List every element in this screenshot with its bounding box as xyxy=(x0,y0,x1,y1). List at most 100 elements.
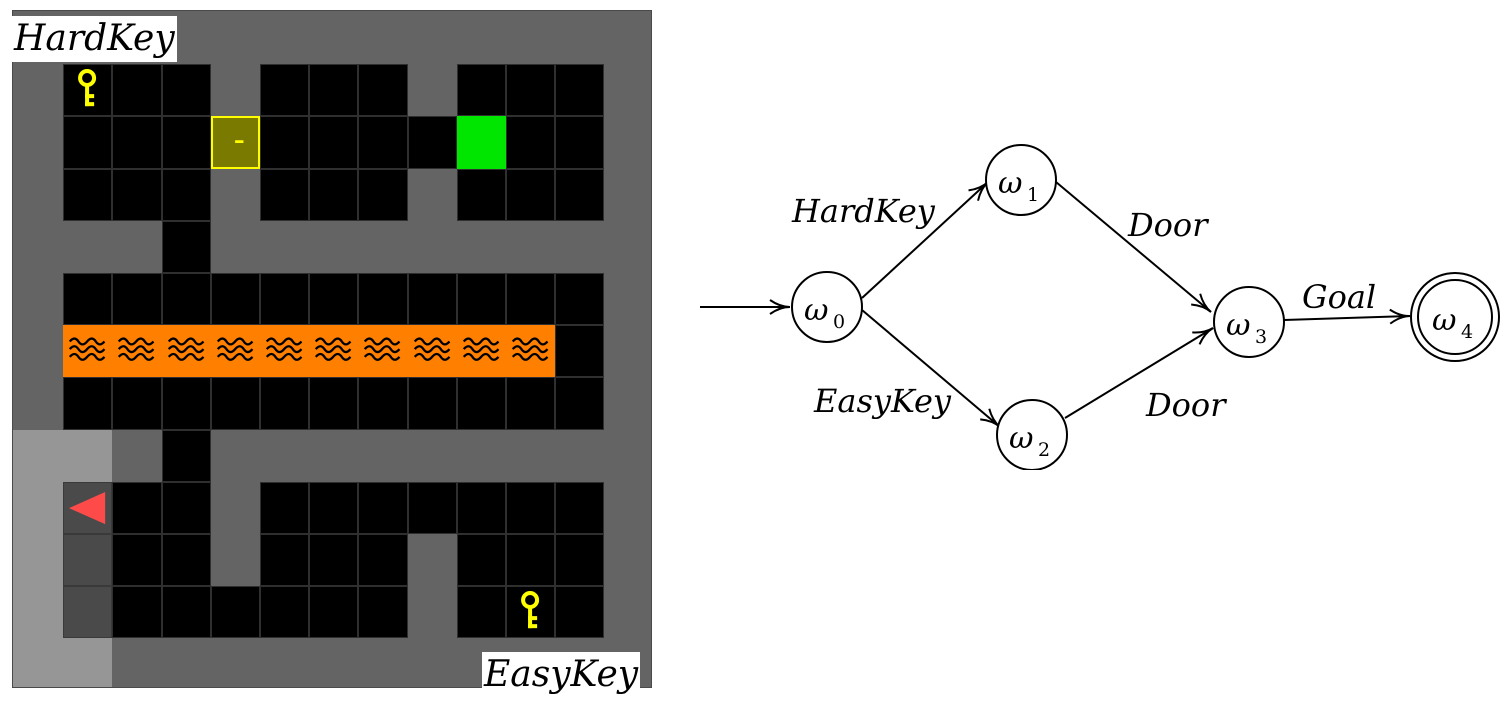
floor-cell xyxy=(260,481,310,534)
floor-cell xyxy=(407,116,457,169)
floor-cell xyxy=(456,377,506,430)
key-icon xyxy=(63,64,112,116)
svg-text:ω: ω xyxy=(1432,303,1456,338)
lava-cell xyxy=(456,325,506,378)
edge-label-door-lower: Door xyxy=(1145,386,1227,424)
floor-cell xyxy=(358,64,408,117)
floor-cell xyxy=(260,64,310,117)
edge-w2-w3 xyxy=(1064,327,1214,419)
floor-cell xyxy=(63,377,113,430)
edge-label-easykey: EasyKey xyxy=(813,382,952,420)
floor-cell xyxy=(506,377,556,430)
lava-cell xyxy=(309,325,359,378)
edge-w0-w1 xyxy=(861,181,989,299)
trail-cell xyxy=(63,586,113,639)
floor-cell xyxy=(456,586,506,639)
floor-cell xyxy=(260,534,310,587)
floor-cell xyxy=(358,116,408,169)
floor-cell xyxy=(456,273,506,326)
floor-cell xyxy=(555,273,605,326)
svg-text:ω: ω xyxy=(998,166,1022,201)
floor-cell xyxy=(506,64,556,117)
floor-cell xyxy=(309,586,359,639)
floor-cell xyxy=(407,377,457,430)
floor-cell xyxy=(161,168,211,221)
door-icon xyxy=(210,116,260,169)
floor-cell xyxy=(309,481,359,534)
svg-text:ω: ω xyxy=(1226,308,1250,343)
easykey-corner-label: EasyKey xyxy=(482,652,641,698)
floor-cell xyxy=(555,168,605,221)
floor-cell xyxy=(358,377,408,430)
state-w1: ω 1 xyxy=(985,144,1057,216)
floor-cell xyxy=(555,116,605,169)
trail-cell xyxy=(63,534,113,587)
floor-cell xyxy=(260,168,310,221)
floor-cell xyxy=(506,168,556,221)
floor-cell xyxy=(161,481,211,534)
floor-cell xyxy=(506,116,556,169)
floor-cell xyxy=(358,534,408,587)
edge-w1-w3 xyxy=(1055,181,1212,313)
agent-triangle-icon xyxy=(63,482,112,534)
state-w3: ω 3 xyxy=(1213,286,1285,358)
floor-cell xyxy=(112,64,162,117)
svg-text:4: 4 xyxy=(1461,321,1473,343)
gridworld-board xyxy=(12,10,652,688)
floor-cell xyxy=(210,586,260,639)
floor-cell xyxy=(506,273,556,326)
floor-cell xyxy=(456,534,506,587)
floor-cell xyxy=(506,481,556,534)
floor-cell xyxy=(555,377,605,430)
svg-text:0: 0 xyxy=(833,311,845,333)
edge-w0-w2 xyxy=(861,309,1001,428)
floor-cell xyxy=(358,586,408,639)
floor-cell xyxy=(506,534,556,587)
floor-cell xyxy=(260,377,310,430)
state-w4-accepting: ω 4 xyxy=(1410,272,1500,362)
floor-cell xyxy=(161,64,211,117)
floor-cell xyxy=(161,586,211,639)
floor-cell xyxy=(309,64,359,117)
edge-label-door-upper: Door xyxy=(1127,206,1209,244)
floor-cell xyxy=(309,377,359,430)
state-w2: ω 2 xyxy=(996,399,1068,470)
floor-cell xyxy=(112,116,162,169)
floor-cell xyxy=(112,273,162,326)
floor-cell xyxy=(63,116,113,169)
edge-w3-w4 xyxy=(1283,308,1411,325)
floor-cell xyxy=(309,168,359,221)
lava-cell xyxy=(260,325,310,378)
lava-cell xyxy=(358,325,408,378)
goal-tile xyxy=(456,116,506,169)
floor-cell xyxy=(456,481,506,534)
lava-cell xyxy=(210,325,260,378)
floor-cell xyxy=(161,377,211,430)
key-icon xyxy=(506,586,555,638)
floor-cell xyxy=(260,116,310,169)
svg-text:ω: ω xyxy=(804,293,828,328)
lava-cell xyxy=(161,325,211,378)
floor-cell xyxy=(358,168,408,221)
floor-cell xyxy=(161,220,211,273)
floor-cell xyxy=(555,325,605,378)
floor-cell xyxy=(456,64,506,117)
floor-cell xyxy=(260,273,310,326)
floor-cell xyxy=(407,273,457,326)
floor-cell xyxy=(555,586,605,639)
floor-cell xyxy=(210,377,260,430)
edge-label-goal: Goal xyxy=(1302,278,1376,316)
floor-cell xyxy=(407,481,457,534)
svg-text:ω: ω xyxy=(1009,421,1033,456)
svg-text:3: 3 xyxy=(1255,326,1267,348)
edge-label-hardkey: HardKey xyxy=(791,192,936,230)
lava-cell xyxy=(407,325,457,378)
floor-cell xyxy=(161,534,211,587)
floor-cell xyxy=(358,481,408,534)
lava-cell xyxy=(506,325,556,378)
floor-cell xyxy=(456,168,506,221)
floor-cell xyxy=(112,481,162,534)
floor-cell xyxy=(309,273,359,326)
floor-cell xyxy=(112,534,162,587)
floor-cell xyxy=(63,273,113,326)
